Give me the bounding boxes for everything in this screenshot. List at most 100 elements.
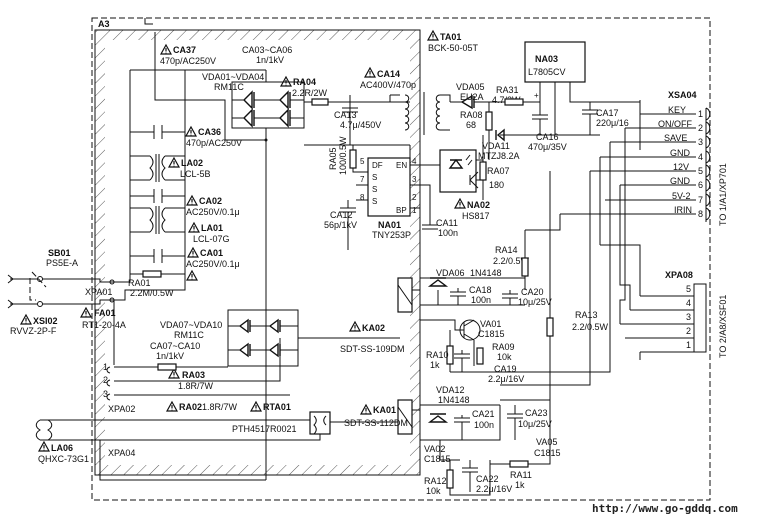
svg-text:RT1-20-4A: RT1-20-4A xyxy=(82,320,126,330)
svg-text:KA02: KA02 xyxy=(362,323,385,333)
svg-text:C1815: C1815 xyxy=(478,329,505,339)
xpa08-title: XPA08 xyxy=(665,270,693,280)
svg-text:NA02: NA02 xyxy=(467,200,490,210)
svg-text:CA13: CA13 xyxy=(334,110,357,120)
svg-text:RA10: RA10 xyxy=(426,350,449,360)
svg-text:XPA04: XPA04 xyxy=(108,448,135,458)
svg-text:NA01: NA01 xyxy=(378,220,401,230)
svg-text:HS817: HS817 xyxy=(462,211,490,221)
svg-text:CA11: CA11 xyxy=(436,218,458,228)
svg-text:TNY253P: TNY253P xyxy=(372,230,411,240)
svg-text:CA36: CA36 xyxy=(198,127,221,137)
svg-text:CA14: CA14 xyxy=(377,69,400,79)
svg-text:FA01: FA01 xyxy=(94,308,116,318)
svg-text:RVVZ-2P-F: RVVZ-2P-F xyxy=(10,326,57,336)
svg-text:2.2μ/16V: 2.2μ/16V xyxy=(476,484,512,494)
svg-text:2: 2 xyxy=(103,375,108,385)
svg-text:1: 1 xyxy=(686,340,691,350)
svg-text:470μ/35V: 470μ/35V xyxy=(528,142,567,152)
svg-text:180: 180 xyxy=(489,180,504,190)
relay-ka01: VDA12 1N4148 CA21 100n CA23 10μ/25V KA01… xyxy=(344,385,561,496)
svg-text:2.2μ/16V: 2.2μ/16V xyxy=(488,374,524,384)
svg-text:VDA07~VDA10: VDA07~VDA10 xyxy=(160,320,222,330)
svg-text:10μ/25V: 10μ/25V xyxy=(518,419,552,429)
svg-text:PS5E-A: PS5E-A xyxy=(46,258,78,268)
watermark-url: http://www.go-gddq.com xyxy=(592,502,738,515)
xsa04-target: TO 1/A1/XP701 xyxy=(718,163,728,226)
svg-text:CA03~CA06: CA03~CA06 xyxy=(242,45,292,55)
svg-text:3: 3 xyxy=(698,137,703,147)
svg-text:C1815: C1815 xyxy=(424,454,451,464)
svg-text:CA37: CA37 xyxy=(173,45,196,55)
svg-text:CA17: CA17 xyxy=(596,108,619,118)
svg-text:RA11: RA11 xyxy=(510,470,532,480)
svg-text:PTH4517R0021: PTH4517R0021 xyxy=(232,424,297,434)
svg-text:RA09: RA09 xyxy=(492,342,515,352)
svg-text:SDT-SS-112DM: SDT-SS-112DM xyxy=(344,418,408,428)
svg-text:RA05: RA05 xyxy=(328,147,338,170)
svg-text:DF: DF xyxy=(372,161,383,170)
svg-text:CA19: CA19 xyxy=(494,364,517,374)
emi-filter: RA01 2.2M/0.5W CA01 AC250V/0.1μ LA01 LCL… xyxy=(120,32,242,301)
svg-text:1.8R/7W: 1.8R/7W xyxy=(202,402,238,412)
svg-text:LA06: LA06 xyxy=(51,443,73,453)
svg-text:LCL-07G: LCL-07G xyxy=(193,234,230,244)
svg-text:1n/1kV: 1n/1kV xyxy=(156,351,184,361)
svg-text:SDT-SS-109DM: SDT-SS-109DM xyxy=(340,344,405,354)
svg-text:1.8R/7W: 1.8R/7W xyxy=(178,381,214,391)
svg-text:LA01: LA01 xyxy=(201,223,223,233)
svg-text:LA02: LA02 xyxy=(181,158,203,168)
sb01-label: SB01 xyxy=(48,248,71,258)
svg-text:2: 2 xyxy=(412,193,417,202)
svg-text:BCK-50-05T: BCK-50-05T xyxy=(428,43,479,53)
svg-text:4.7μ/450V: 4.7μ/450V xyxy=(340,120,381,130)
xsa04-connector: XSA04 KEY ON/OFF SAVE GND 12V GND 5V-2 I… xyxy=(560,90,728,226)
svg-text:CA16: CA16 xyxy=(536,132,559,142)
svg-text:L7805CV: L7805CV xyxy=(528,67,566,77)
svg-text:CA07~CA10: CA07~CA10 xyxy=(150,341,200,351)
svg-text:CA21: CA21 xyxy=(472,409,495,419)
svg-text:S: S xyxy=(372,185,377,194)
la06-warning-icon xyxy=(38,441,50,452)
svg-text:100n: 100n xyxy=(474,420,494,430)
svg-text:RA02: RA02 xyxy=(179,402,202,412)
svg-text:NA03: NA03 xyxy=(535,54,558,64)
svg-text:100n: 100n xyxy=(438,228,458,238)
svg-text:RA31: RA31 xyxy=(496,85,519,95)
na02-warning-icon xyxy=(454,198,466,209)
svg-text:ON/OFF: ON/OFF xyxy=(658,119,692,129)
svg-text:VA05: VA05 xyxy=(536,437,557,447)
svg-text:TA01: TA01 xyxy=(440,32,461,42)
board-id: A3 xyxy=(98,19,110,29)
ta01-warning-icon xyxy=(427,30,439,41)
svg-text:CA18: CA18 xyxy=(469,285,492,295)
svg-text:2.2/0.5W: 2.2/0.5W xyxy=(493,256,530,266)
svg-text:4: 4 xyxy=(698,152,703,162)
xpa08-target: TO 2/A8/XSF01 xyxy=(718,295,728,358)
primary-dc: RA04 2.2R/2W CA14 AC400V/470p CA13 4.7μ/… xyxy=(280,67,416,146)
svg-text:S: S xyxy=(372,197,377,206)
svg-text:LCL-5B: LCL-5B xyxy=(180,169,211,179)
ra01-label: RA01 xyxy=(128,278,151,288)
svg-text:QHXC-73G1: QHXC-73G1 xyxy=(38,454,89,464)
svg-text:AC400V/470p: AC400V/470p xyxy=(360,80,416,90)
svg-text:6: 6 xyxy=(698,180,703,190)
svg-text:VDA05: VDA05 xyxy=(456,82,485,92)
svg-text:XPA02: XPA02 xyxy=(108,404,135,414)
xsi02-warning-icon xyxy=(20,314,32,325)
svg-text:IRIN: IRIN xyxy=(674,205,692,215)
svg-text:7: 7 xyxy=(360,175,365,184)
svg-text:XPA01: XPA01 xyxy=(85,287,112,297)
svg-text:VDA01~VDA04: VDA01~VDA04 xyxy=(202,72,264,82)
svg-text:1k: 1k xyxy=(515,480,525,490)
svg-text:CA20: CA20 xyxy=(521,287,544,297)
svg-text:S: S xyxy=(372,173,377,182)
svg-text:1: 1 xyxy=(412,206,417,215)
svg-text:AC250V/0.1μ: AC250V/0.1μ xyxy=(186,207,240,217)
svg-text:CA01: CA01 xyxy=(200,248,223,258)
fa01-warning-icon xyxy=(80,307,92,318)
svg-text:VA02: VA02 xyxy=(424,444,445,454)
svg-text:AC250V/0.1μ: AC250V/0.1μ xyxy=(186,259,240,269)
svg-text:SAVE: SAVE xyxy=(664,133,687,143)
xpa08-connector: XPA08 5 4 3 2 1 TO 2/A8/XSF01 xyxy=(600,128,728,360)
